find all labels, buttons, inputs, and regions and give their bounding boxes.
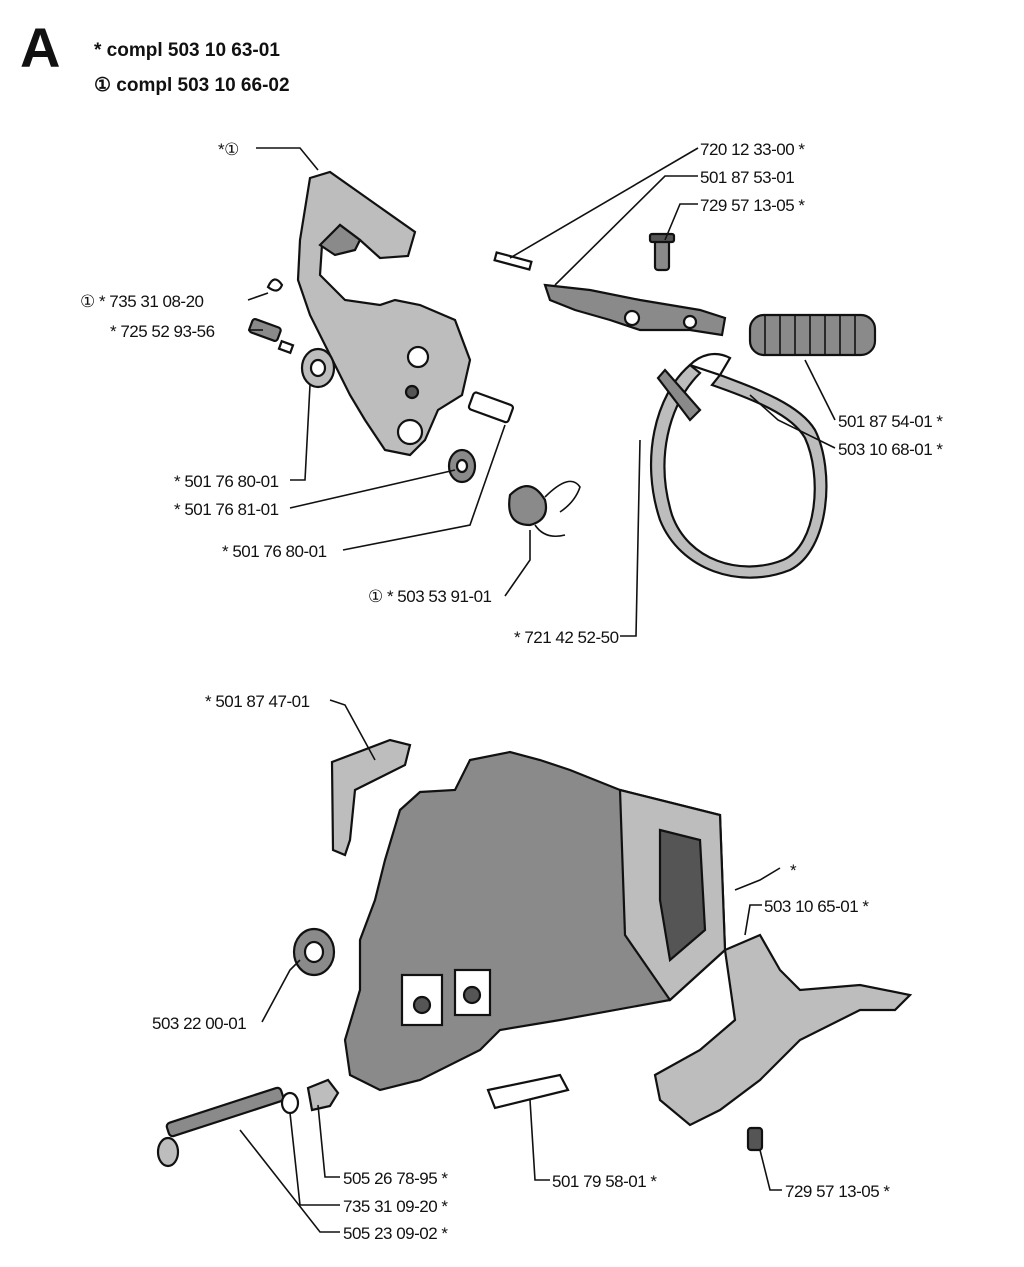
label-721-4252: * 721 42 52-50 [514, 628, 619, 647]
label-725-5293: * 725 52 93-56 [110, 322, 215, 341]
label-brake-lever: *① [218, 140, 239, 159]
label-501-8754: 501 87 54-01 * [838, 412, 943, 431]
leader-lines [239, 147, 836, 1233]
assembly-compl-line-2: ① compl 503 10 66-02 [94, 75, 290, 96]
screw-725-5293 [248, 318, 295, 355]
label-503-5391: ① * 503 53 91-01 [368, 587, 492, 606]
label-505-2309: 505 23 09-02 * [343, 1224, 448, 1243]
label-star: * [790, 861, 797, 880]
section-letter: A [20, 16, 61, 79]
label-729-5713-top: 729 57 13-05 * [700, 196, 805, 215]
washer-735-3109 [280, 1091, 300, 1115]
label-720-1233: 720 12 33-00 * [700, 140, 805, 159]
label-501-8753: 501 87 53-01 [700, 168, 794, 187]
label-501-7958: 501 79 58-01 * [552, 1172, 657, 1191]
label-729-5713-bottom: 729 57 13-05 * [785, 1182, 890, 1201]
brake-lever-part [296, 170, 472, 457]
label-501-7680-a: * 501 76 80-01 [174, 472, 279, 491]
brake-band-503-1068 [649, 352, 828, 579]
screw-729-5713-bottom [746, 1126, 764, 1152]
label-501-8747: * 501 87 47-01 [205, 692, 310, 711]
chain-guard-plate-501-8747 [330, 738, 412, 857]
label-501-7680-b: * 501 76 80-01 [222, 542, 327, 561]
label-503-1065: 503 10 65-01 * [764, 897, 869, 916]
torsion-spring-503-5391 [508, 480, 581, 538]
label-503-2200: 503 22 00-01 [152, 1014, 246, 1033]
label-503-1068: 503 10 68-01 * [838, 440, 943, 459]
label-735-3108: ① * 735 31 08-20 [80, 292, 204, 311]
label-735-3109: 735 31 09-20 * [343, 1197, 448, 1216]
label-505-2678: 505 26 78-95 * [343, 1169, 448, 1188]
main-housing [343, 750, 727, 1092]
pad-501-7958 [486, 1073, 570, 1110]
tension-screw-505-2309 [156, 1086, 285, 1168]
nut-505-2678 [306, 1078, 340, 1112]
spring-clip-735-3108 [266, 278, 284, 292]
screw-729-5713-top [648, 232, 676, 272]
label-501-7681: * 501 76 81-01 [174, 500, 279, 519]
washer-501-7681 [447, 448, 477, 484]
bushing-501-7680-a [300, 347, 336, 389]
nut-503-2200 [292, 927, 336, 977]
side-cover-503-1065 [653, 933, 913, 1127]
pin-720-1233 [493, 251, 533, 271]
assembly-compl-line-1: * compl 503 10 63-01 [94, 40, 280, 61]
spring-501-8754 [748, 313, 877, 357]
pin-501-7680-b [467, 391, 515, 424]
link-501-8753 [543, 283, 727, 337]
